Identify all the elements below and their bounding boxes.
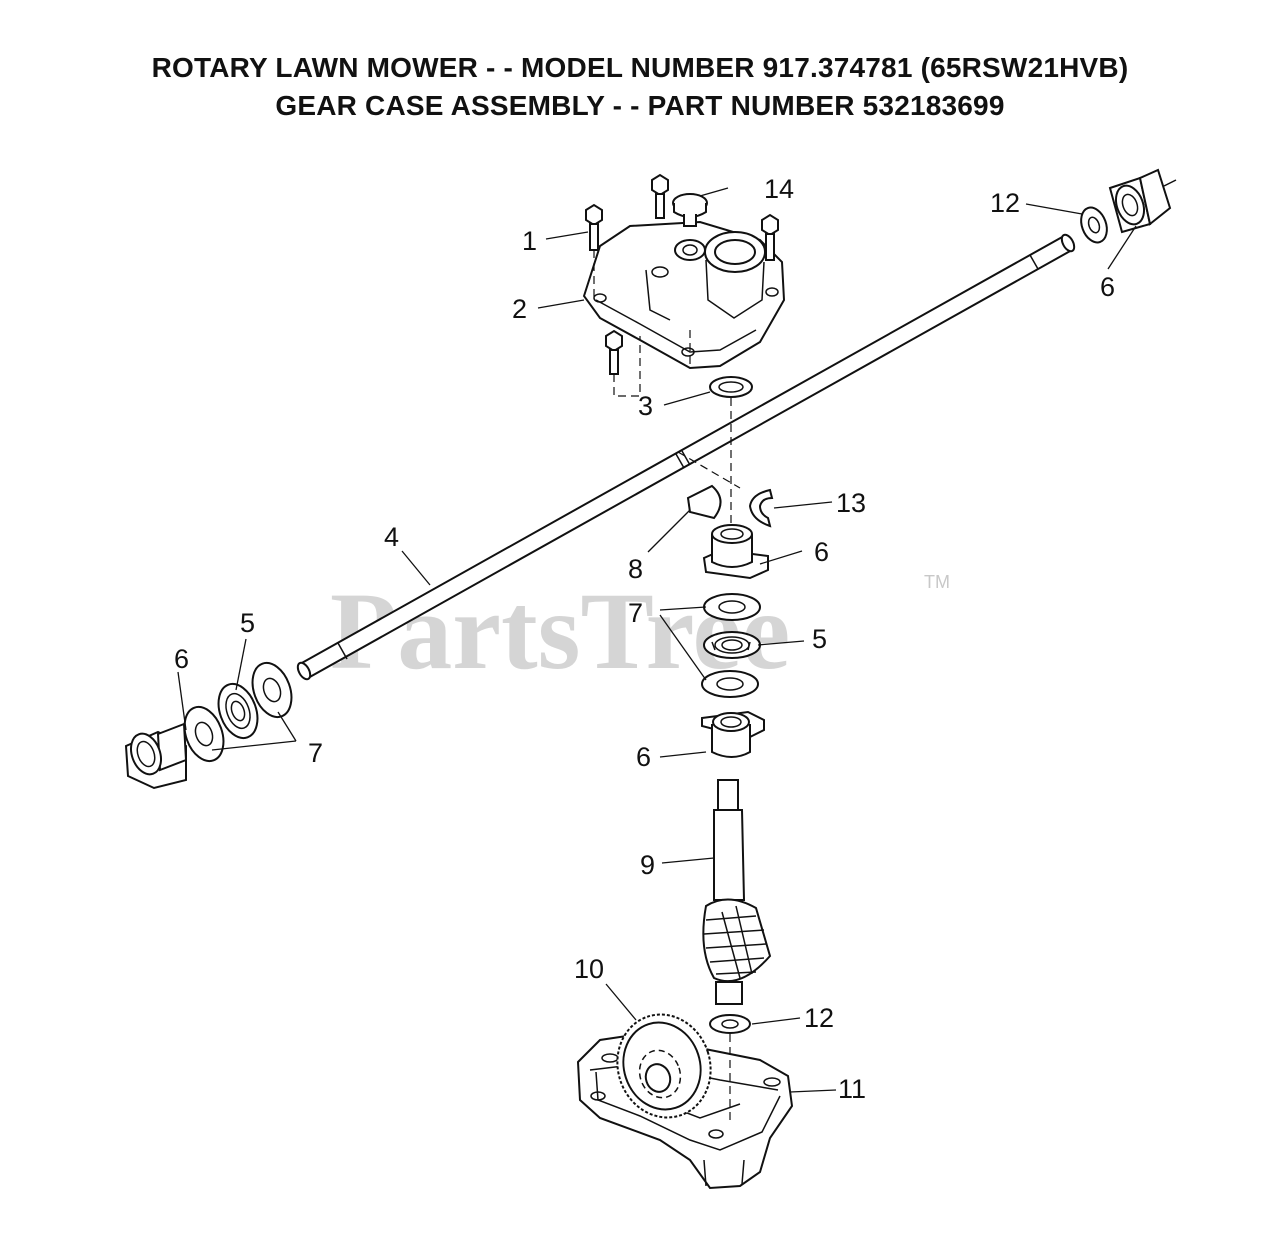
callout-8: 8	[628, 554, 643, 584]
axle-shaft	[296, 233, 1076, 681]
drive-gear	[616, 1013, 712, 1119]
callout-6-left: 6	[174, 644, 189, 674]
watermark-trademark: TM	[924, 572, 950, 592]
gear-case-cover	[582, 220, 786, 370]
thrust-washer-lower	[709, 1014, 751, 1034]
left-washer-7-outer	[251, 661, 293, 719]
callout-5-left: 5	[240, 608, 255, 638]
callout-labels: 1 2 3 4 14 12 6 13 8 6 7 5 6 6 5 7 9 10 …	[174, 174, 1115, 1104]
cover-bolt-2	[651, 173, 669, 219]
callout-6-upper-bushing: 6	[814, 537, 829, 567]
callout-4: 4	[384, 522, 399, 552]
vent-plug	[672, 193, 708, 227]
center-bearing-5	[703, 631, 761, 659]
left-bearing-5	[217, 682, 259, 740]
callout-10: 10	[574, 954, 604, 984]
watermark-text: PartsTree	[330, 570, 790, 692]
callout-13: 13	[836, 488, 866, 518]
callout-2: 2	[512, 294, 527, 324]
callout-1: 1	[522, 226, 537, 256]
upper-bushing	[702, 524, 769, 580]
worm-shaft	[702, 779, 772, 1005]
oil-seal	[709, 376, 753, 398]
center-washer-7-upper	[703, 593, 761, 621]
callout-7-left: 7	[308, 738, 323, 768]
callout-11: 11	[838, 1074, 866, 1104]
cover-bolt-4	[605, 329, 623, 375]
callout-6-right: 6	[1100, 272, 1115, 302]
diagram-title-line-2: GEAR CASE ASSEMBLY - - PART NUMBER 53218…	[275, 90, 1005, 121]
callout-7-center: 7	[628, 598, 643, 628]
callout-9: 9	[640, 850, 655, 880]
diagram-title-line-1: ROTARY LAWN MOWER - - MODEL NUMBER 917.3…	[151, 52, 1129, 83]
center-washer-7-lower	[701, 670, 759, 698]
callout-6-lower-bushing: 6	[636, 742, 651, 772]
callout-12-upper: 12	[990, 188, 1020, 218]
cover-bolt-1	[585, 203, 603, 251]
cover-bolt-3	[761, 213, 779, 261]
right-thrust-washer-12	[1080, 206, 1108, 244]
callout-5-center: 5	[812, 624, 827, 654]
left-bushing	[124, 722, 188, 790]
retaining-clip	[748, 488, 774, 528]
lower-bushing	[701, 710, 765, 758]
callout-14: 14	[764, 174, 794, 204]
callout-12-lower: 12	[804, 1003, 834, 1033]
callout-3: 3	[638, 391, 653, 421]
right-bushing	[1108, 168, 1177, 234]
woodruff-key	[686, 484, 722, 520]
leader-lines	[177, 187, 1137, 1093]
left-washer-7-inner	[183, 705, 225, 763]
